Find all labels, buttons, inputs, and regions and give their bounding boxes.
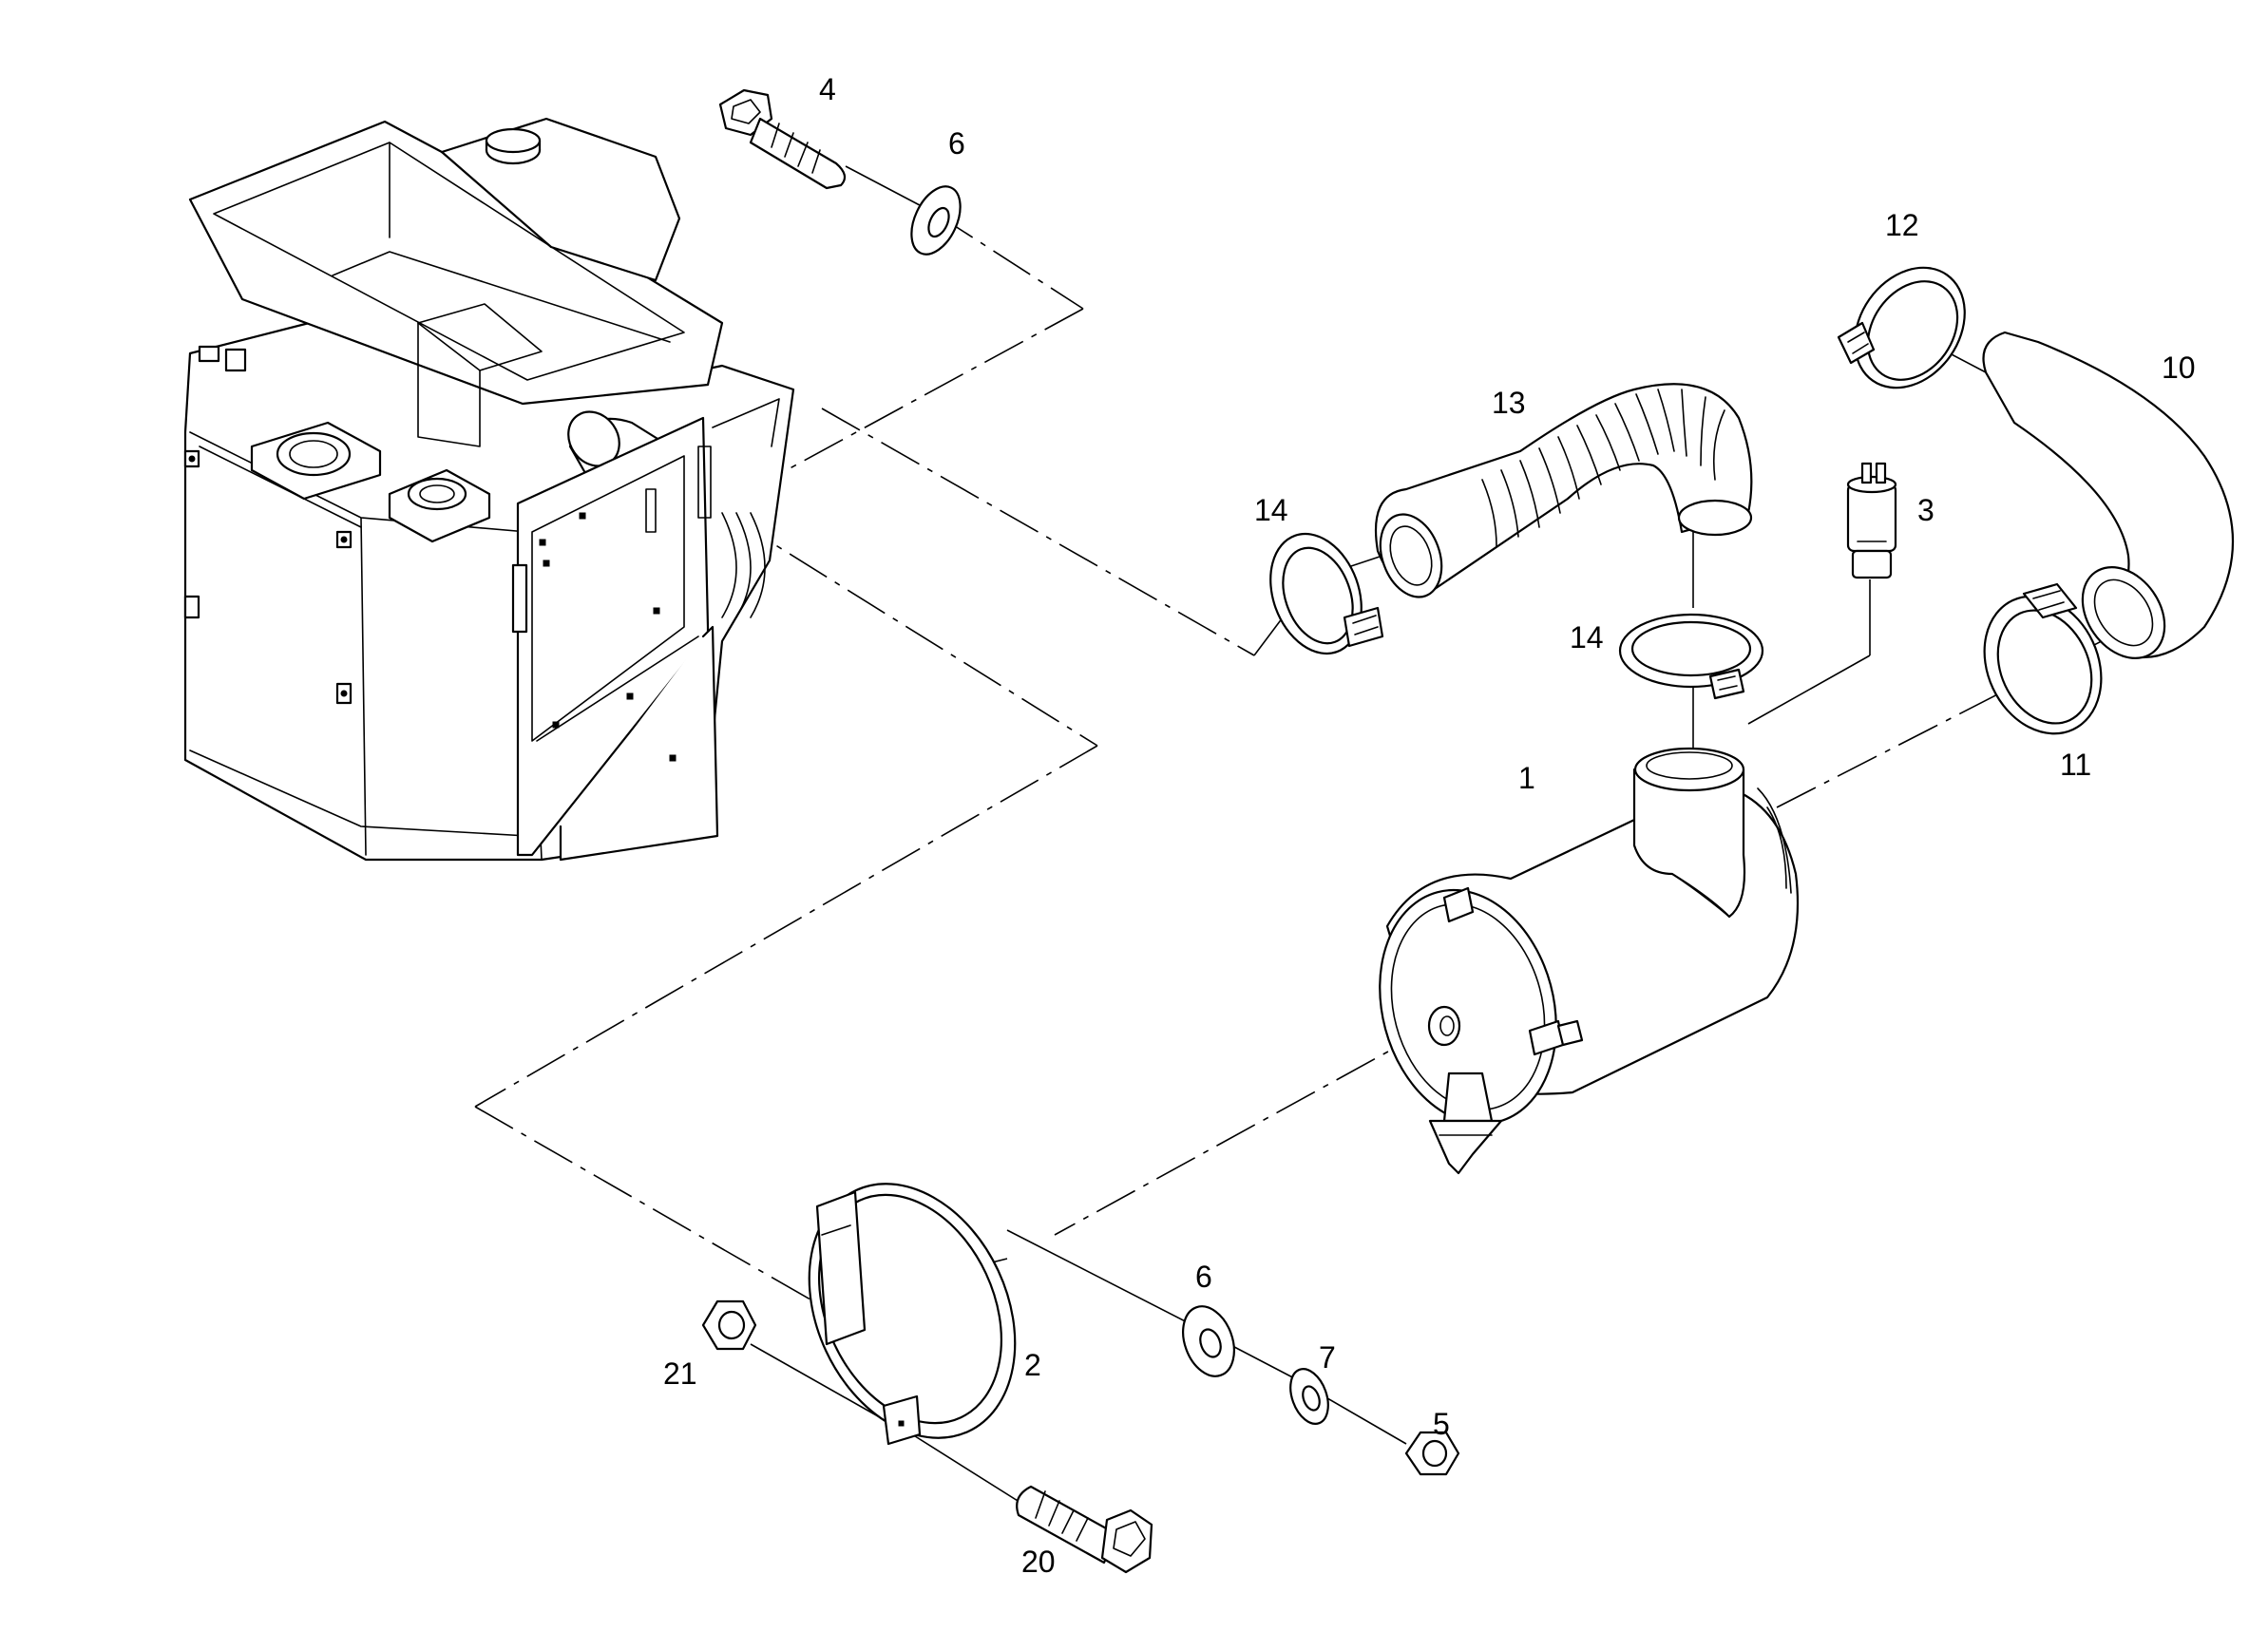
- part-13-corrugated-hose: [1374, 383, 1753, 598]
- part-4-bolt: [718, 88, 847, 190]
- part-21-nut: [701, 1299, 757, 1351]
- part-14-hose-clamp-center: [1618, 613, 1764, 700]
- callout-14-left: 14: [1254, 493, 1288, 527]
- callout-10: 10: [2162, 351, 2196, 385]
- callout-2: 2: [1024, 1348, 1041, 1382]
- part-5-nut: [1404, 1431, 1460, 1476]
- callout-11: 11: [2060, 748, 2091, 782]
- callout-21: 21: [663, 1356, 697, 1391]
- part-3-sensor: [1846, 462, 1897, 579]
- callout-4: 4: [819, 72, 836, 106]
- part-11-hose-clamp: [1983, 582, 2103, 735]
- callout-13: 13: [1492, 386, 1526, 420]
- part-6-washer-bottom: [1182, 1305, 1235, 1377]
- callout-1: 1: [1518, 761, 1535, 795]
- part-6-washer-top: [910, 185, 962, 256]
- callout-3: 3: [1917, 493, 1934, 527]
- part-2-mounting-band: [808, 1183, 1017, 1446]
- part-20-bolt: [1016, 1485, 1153, 1574]
- callout-6-bottom: 6: [1195, 1260, 1212, 1294]
- part-14-hose-clamp-left: [1269, 532, 1384, 655]
- callout-labels: 1 2 3 4 5 6 6 7 10 11 12 13 14 14 20 21: [663, 72, 2196, 1579]
- part-10-bent-hose: [1982, 331, 2234, 659]
- callout-6-top: 6: [948, 126, 965, 161]
- callout-14-center: 14: [1570, 620, 1604, 654]
- callout-12: 12: [1885, 208, 1919, 242]
- part-12-hose-clamp: [1837, 266, 1966, 389]
- part-1-air-filter: [1379, 747, 1800, 1175]
- callout-20: 20: [1021, 1545, 1056, 1579]
- callout-7: 7: [1319, 1340, 1336, 1375]
- callout-5: 5: [1433, 1407, 1450, 1441]
- part-7-lock-washer: [1289, 1368, 1329, 1425]
- cab-housing: [183, 117, 795, 862]
